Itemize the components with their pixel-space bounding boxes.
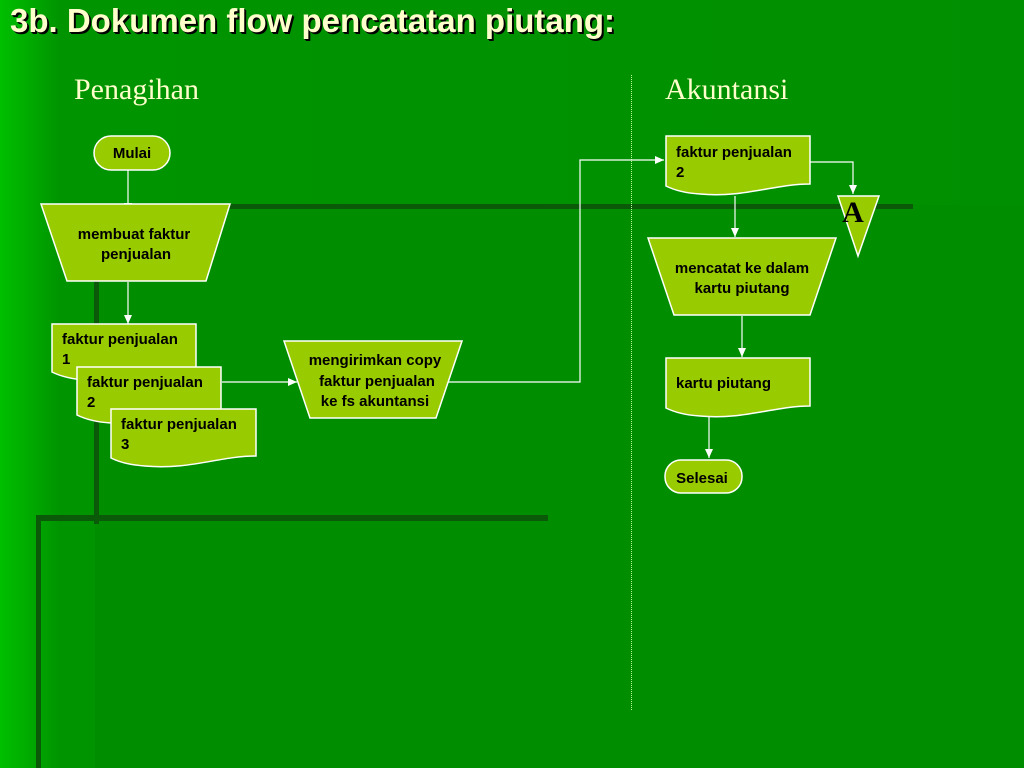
end-terminator: Selesai: [664, 459, 743, 494]
connector-a: A: [836, 195, 881, 259]
arrow-send-to-accounting: [437, 156, 664, 383]
start-terminator: Mulai: [93, 135, 171, 171]
process-create-invoice: membuat faktur penjualan: [39, 203, 232, 282]
arrow-doc-to-connector: [810, 161, 857, 194]
background-panel: [95, 205, 1024, 768]
document-invoice-3: faktur penjualan 3: [110, 408, 257, 468]
doc3-line-2: 3: [121, 436, 129, 453]
process-send-line-1: mengirimkan copy: [309, 352, 442, 369]
background-rule-middle: [36, 515, 548, 521]
process-send-line-3: ke fs akuntansi: [321, 393, 429, 410]
background-rule-lower-left: [36, 515, 41, 768]
lane-title-akuntansi: Akuntansi: [665, 73, 789, 106]
start-label: Mulai: [113, 145, 151, 162]
lane-title-penagihan: Penagihan: [74, 73, 199, 106]
doc-accounting-line-2: 2: [676, 164, 684, 181]
process-record-line-1: mencatat ke dalam: [675, 260, 809, 277]
doc1-line-2: 1: [62, 351, 70, 368]
doc1-line-1: faktur penjualan: [62, 331, 178, 348]
doc-accounting-line-1: faktur penjualan: [676, 144, 792, 161]
end-label: Selesai: [676, 470, 728, 487]
slide-title: 3b. Dokumen flow pencatatan piutang:: [10, 2, 616, 39]
lane-divider: [631, 75, 632, 710]
connector-a-label: A: [842, 196, 864, 229]
card-label: kartu piutang: [676, 375, 771, 392]
background-rule-top: [95, 204, 913, 209]
document-accounting-invoice: faktur penjualan 2: [665, 135, 811, 196]
process-record-receivable: mencatat ke dalam kartu piutang: [646, 237, 838, 316]
process-create-line-1: membuat faktur: [78, 226, 191, 243]
process-record-line-2: kartu piutang: [694, 280, 789, 297]
doc2-line-1: faktur penjualan: [87, 374, 203, 391]
doc2-line-2: 2: [87, 394, 95, 411]
document-receivable-card: kartu piutang: [665, 357, 811, 418]
process-send-line-2: faktur penjualan: [319, 373, 435, 390]
process-send-copy: mengirimkan copy faktur penjualan ke fs …: [282, 340, 464, 419]
doc3-line-1: faktur penjualan: [121, 416, 237, 433]
process-create-line-2: penjualan: [101, 246, 171, 263]
